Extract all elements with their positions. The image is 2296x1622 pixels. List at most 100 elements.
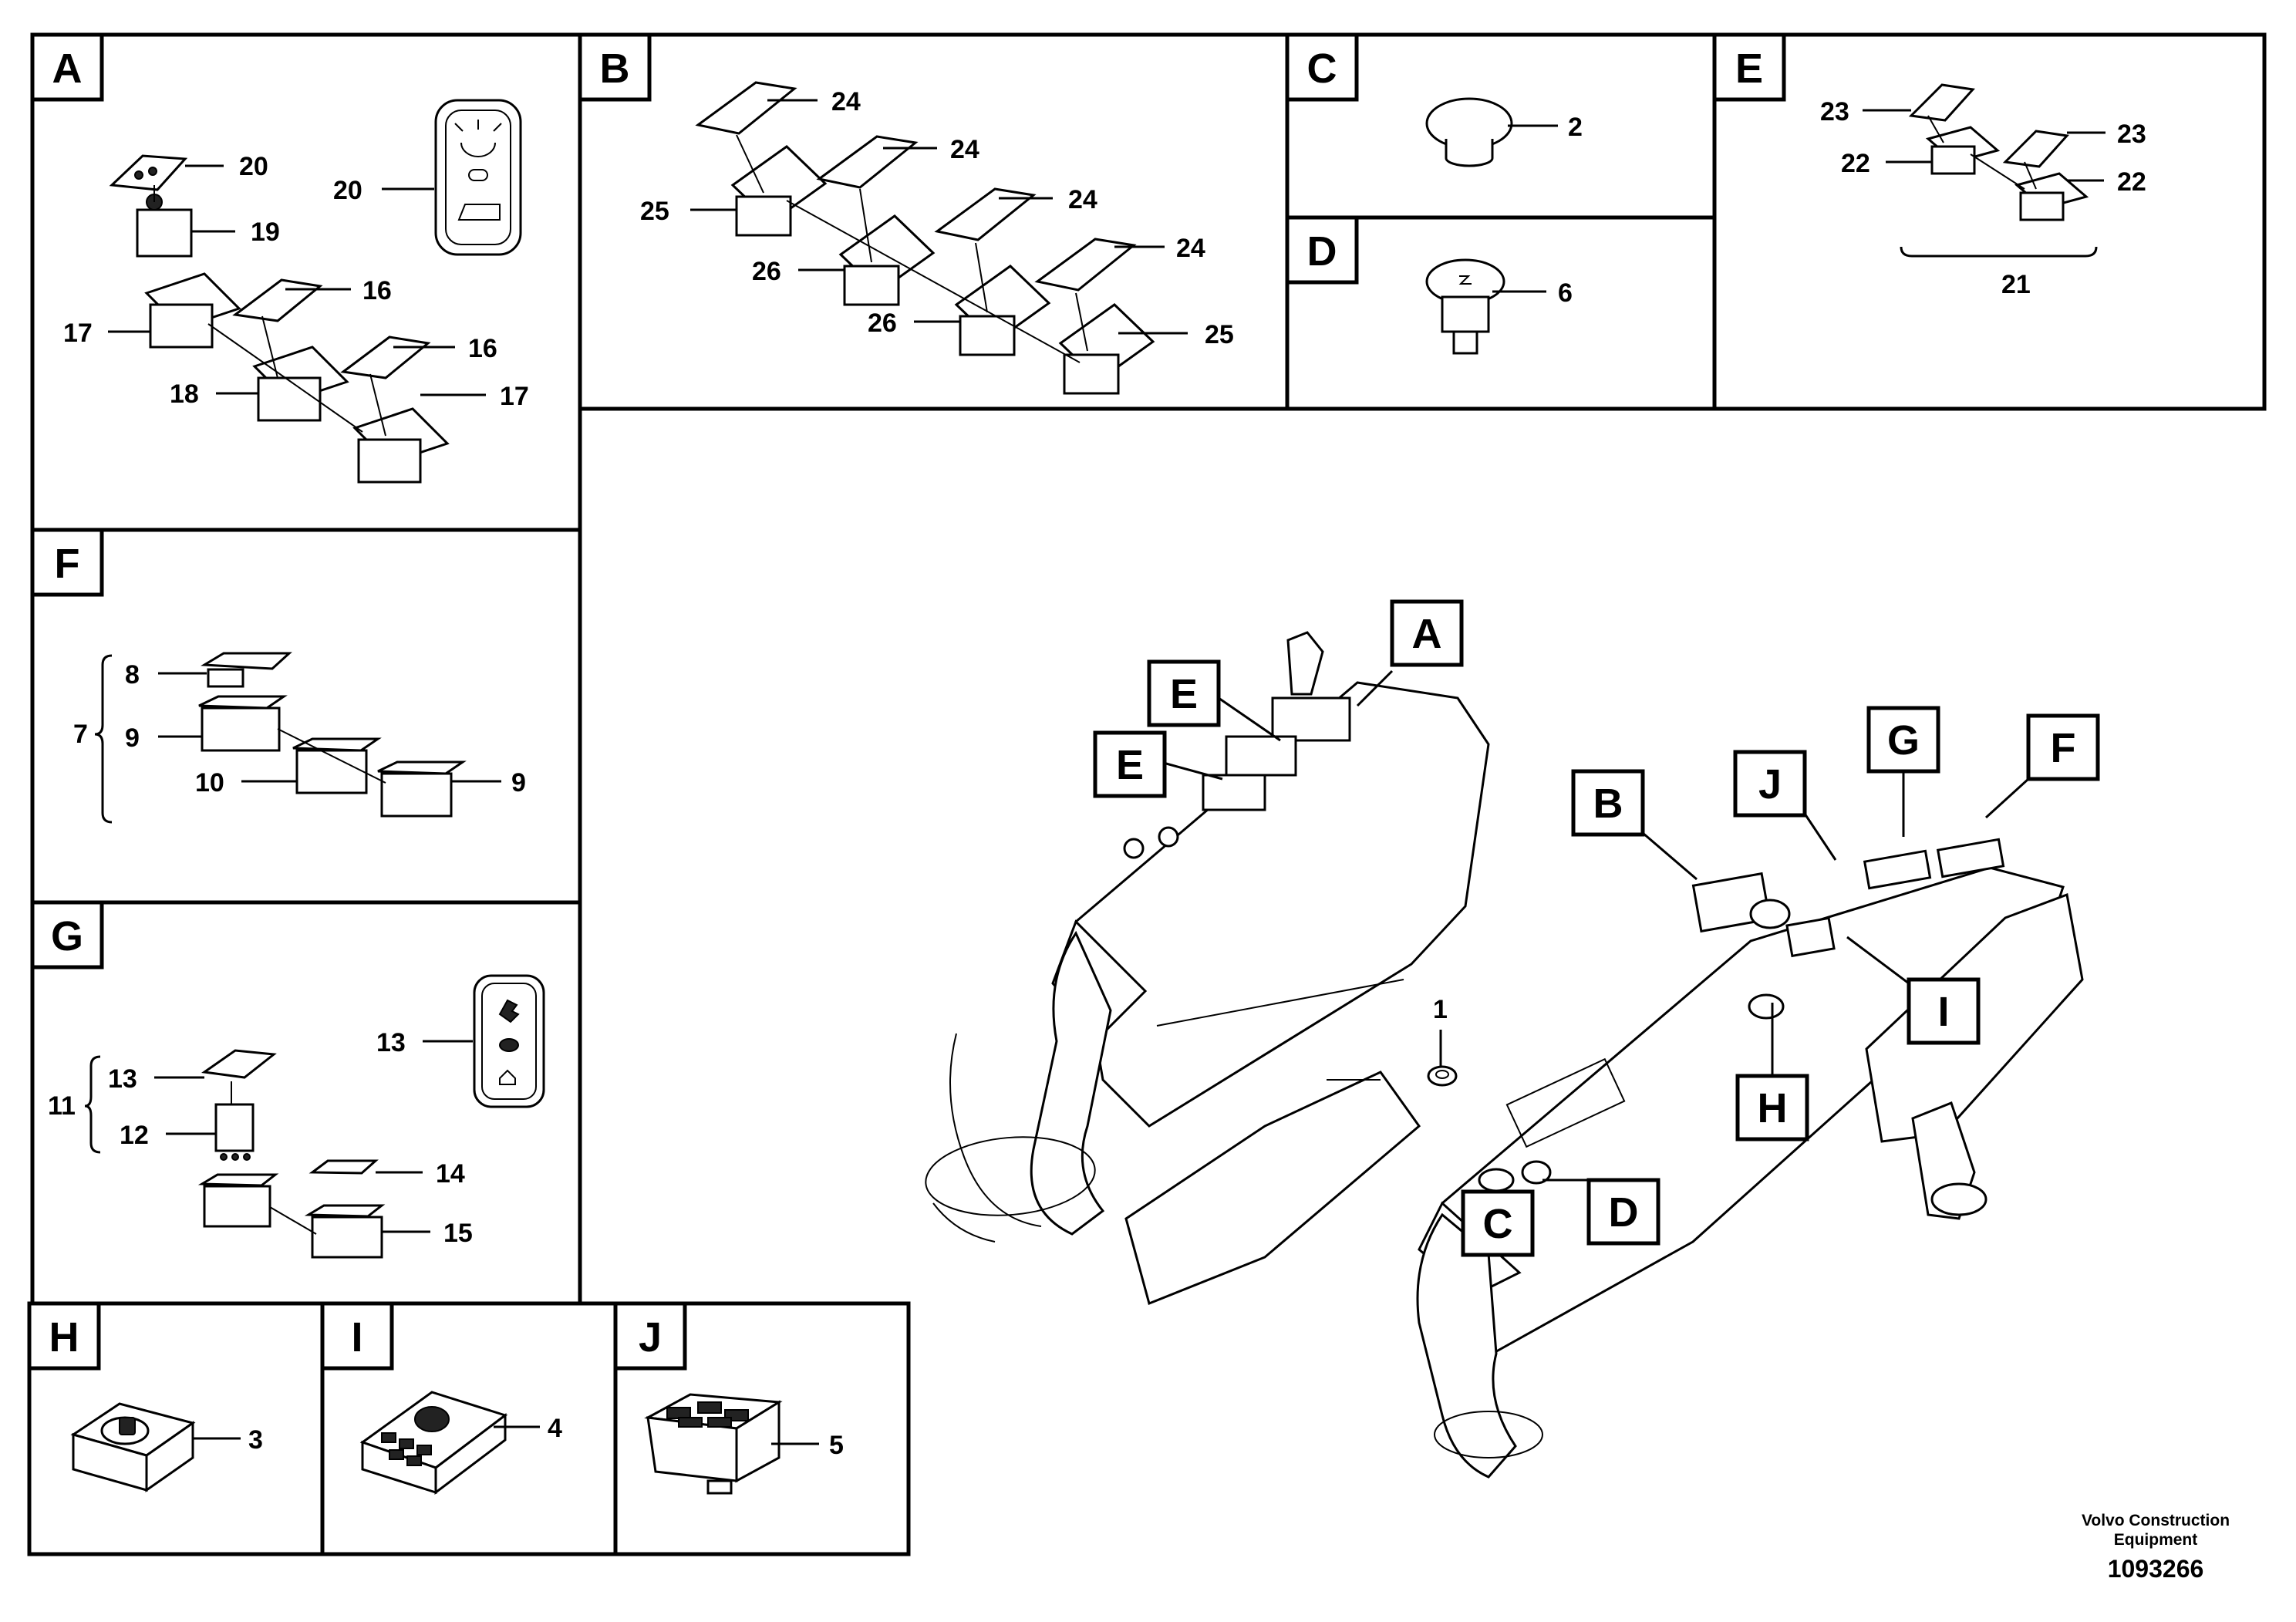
section-a-callouts: 20 20 19 16 17 16 18 17 <box>63 152 529 411</box>
svg-text:26: 26 <box>868 309 897 338</box>
section-h-tag: H <box>27 1301 101 1371</box>
section-a-tag: A <box>30 32 104 102</box>
svg-text:C: C <box>1307 46 1337 92</box>
main-tag-e-upper: E <box>1147 659 1281 742</box>
section-f-frame <box>30 528 582 905</box>
svg-text:22: 22 <box>2117 167 2146 197</box>
svg-text:19: 19 <box>251 218 280 247</box>
main-tag-a: A <box>1356 599 1464 707</box>
section-i-tag: I <box>320 1301 394 1371</box>
svg-text:9: 9 <box>125 723 140 753</box>
svg-text:11: 11 <box>48 1091 76 1121</box>
main-tag-h: H <box>1735 1003 1809 1141</box>
svg-text:17: 17 <box>500 382 529 411</box>
svg-text:16: 16 <box>362 276 392 305</box>
svg-text:C: C <box>1483 1201 1513 1247</box>
svg-text:G: G <box>1887 717 1920 764</box>
section-f-parts <box>94 652 467 824</box>
svg-text:I: I <box>1937 989 1949 1035</box>
section-d-tag: D <box>1285 215 1359 285</box>
section-d-socket: 6 <box>1425 258 1573 355</box>
left-console-assembly <box>925 631 1490 1306</box>
svg-text:20: 20 <box>333 176 362 205</box>
svg-text:20: 20 <box>239 152 268 181</box>
svg-text:14: 14 <box>436 1159 465 1189</box>
seal-ring-1: 1 <box>1427 995 1458 1087</box>
section-f-callouts: 8 7 9 10 9 <box>73 660 526 798</box>
svg-text:23: 23 <box>1820 97 1849 126</box>
main-tag-e-lower: E <box>1093 730 1223 798</box>
svg-text:4: 4 <box>548 1414 562 1443</box>
svg-text:24: 24 <box>1068 185 1097 214</box>
main-tag-i: I <box>1846 936 1981 1045</box>
svg-text:10: 10 <box>195 768 224 798</box>
svg-text:B: B <box>1593 781 1623 827</box>
svg-text:9: 9 <box>511 768 526 798</box>
svg-text:F: F <box>55 541 80 587</box>
section-e-parts <box>1900 83 2098 258</box>
svg-text:E: E <box>1735 46 1763 92</box>
svg-text:23: 23 <box>2117 120 2146 149</box>
svg-text:24: 24 <box>831 87 861 116</box>
section-j-frame <box>613 1301 911 1556</box>
section-b-frame <box>578 32 1290 411</box>
svg-text:Volvo Construction: Volvo Construction <box>2082 1512 2230 1529</box>
svg-text:24: 24 <box>1176 234 1205 263</box>
svg-text:D: D <box>1609 1189 1639 1236</box>
svg-text:F: F <box>2051 725 2076 771</box>
section-e-tag: E <box>1712 32 1786 102</box>
main-tag-d: D <box>1542 1178 1660 1246</box>
main-tag-b: B <box>1571 769 1698 881</box>
main-tag-j: J <box>1733 750 1837 861</box>
svg-text:E: E <box>1116 742 1144 788</box>
section-e-callouts: 23 23 22 22 21 <box>1820 97 2146 299</box>
svg-text:B: B <box>600 46 630 92</box>
svg-text:16: 16 <box>468 334 497 363</box>
svg-text:A: A <box>52 46 83 92</box>
section-g-callouts: 13 13 11 12 14 15 <box>48 1028 473 1248</box>
svg-text:1: 1 <box>1433 995 1448 1024</box>
svg-text:17: 17 <box>63 319 93 348</box>
section-f-tag: F <box>30 528 104 597</box>
svg-text:G: G <box>51 913 83 959</box>
svg-text:13: 13 <box>376 1028 406 1057</box>
svg-text:6: 6 <box>1558 278 1573 308</box>
svg-text:24: 24 <box>950 135 979 164</box>
svg-text:D: D <box>1307 228 1337 275</box>
svg-text:22: 22 <box>1841 149 1870 178</box>
section-h-switch: 3 <box>70 1402 263 1492</box>
section-g-tag: G <box>30 900 104 969</box>
svg-text:Equipment: Equipment <box>2114 1531 2198 1549</box>
svg-text:5: 5 <box>829 1431 844 1460</box>
svg-text:13: 13 <box>108 1064 137 1094</box>
svg-text:21: 21 <box>2001 270 2031 299</box>
svg-text:3: 3 <box>248 1425 263 1455</box>
footer-credit: Volvo Construction Equipment 1093266 <box>2082 1512 2230 1583</box>
part-number: 1093266 <box>2108 1555 2204 1583</box>
section-b-tag: B <box>578 32 652 102</box>
section-a-parts <box>109 99 522 484</box>
svg-text:25: 25 <box>1205 320 1234 349</box>
svg-text:E: E <box>1170 671 1198 717</box>
section-i-panel: 4 <box>359 1391 562 1496</box>
svg-text:18: 18 <box>170 379 199 409</box>
svg-text:I: I <box>351 1314 362 1361</box>
section-j-tag: J <box>613 1301 687 1371</box>
svg-text:26: 26 <box>752 257 781 286</box>
section-b-callouts: 24 24 24 25 26 24 26 25 <box>640 87 1234 349</box>
main-tag-c: C <box>1461 1189 1535 1257</box>
section-j-keypad: 5 <box>644 1393 844 1495</box>
section-b-parts <box>695 81 1155 395</box>
svg-text:7: 7 <box>73 720 88 749</box>
section-c-tag: C <box>1285 32 1359 102</box>
section-g-parts <box>84 974 545 1259</box>
svg-text:A: A <box>1412 611 1442 657</box>
svg-text:J: J <box>639 1314 662 1361</box>
main-tag-f: F <box>1984 713 2100 819</box>
svg-text:H: H <box>1758 1085 1788 1131</box>
svg-text:2: 2 <box>1568 113 1583 142</box>
svg-text:H: H <box>49 1314 79 1361</box>
svg-text:12: 12 <box>120 1121 149 1150</box>
section-c-plug: 2 <box>1425 97 1583 167</box>
